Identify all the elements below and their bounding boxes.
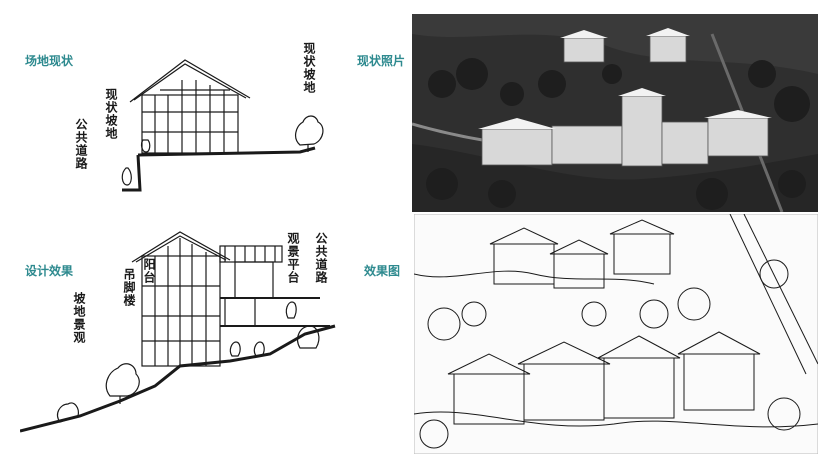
- top-existing-slope-label: 现状坡地: [302, 42, 316, 94]
- effect-drawing-label: 效果图: [364, 264, 401, 278]
- status-photo-label: 现状照片: [357, 54, 406, 68]
- site-status-label: 场地现状: [25, 54, 74, 68]
- design-effect-label: 设计效果: [25, 264, 74, 278]
- left-existing-slope-label: 现状坡地: [104, 88, 118, 140]
- site-status-section-drawing: [121, 59, 324, 192]
- balcony-label: 阳台: [142, 258, 156, 284]
- viewing-platform-label: 观景平台: [286, 232, 300, 284]
- effect-drawing: [414, 214, 818, 454]
- bottom-public-road-label: 公共道路: [314, 232, 328, 284]
- status-photo: [412, 14, 818, 212]
- design-effect-sketch: [20, 226, 350, 436]
- top-public-road-label: 公共道路: [74, 118, 88, 170]
- slope-landscape-label: 坡地景观: [72, 292, 86, 344]
- stilt-house-label: 吊脚楼: [122, 268, 136, 307]
- design-effect-section-drawing: [20, 231, 336, 433]
- site-status-sketch: [100, 40, 340, 200]
